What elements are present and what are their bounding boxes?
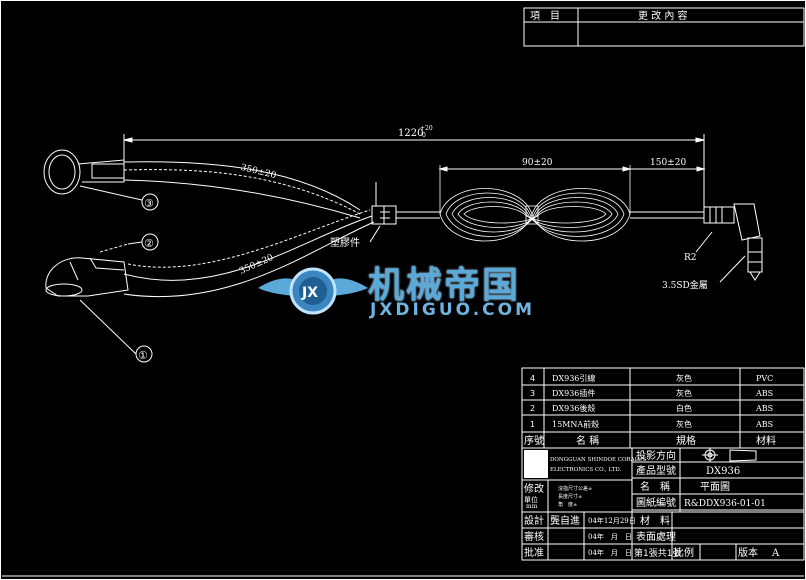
balloon-2: ② bbox=[144, 237, 154, 250]
overall-length-label: 1220 bbox=[398, 128, 423, 139]
bom-row-spec: 白色 bbox=[676, 403, 692, 413]
model-label: 產品型號 bbox=[636, 464, 676, 477]
revision-col-item: 項 目 bbox=[530, 10, 560, 22]
title-block bbox=[521, 447, 805, 561]
bom-row-name: DX936後殼 bbox=[552, 403, 595, 413]
balloon-1: ① bbox=[138, 349, 148, 362]
name-label: 名 稱 bbox=[640, 480, 670, 493]
cable-coil bbox=[439, 165, 631, 242]
earbud-right bbox=[43, 149, 125, 195]
projection-symbol bbox=[702, 448, 757, 462]
revision-label: 修改 bbox=[524, 482, 544, 495]
model-value: DX936 bbox=[706, 466, 740, 477]
bom-row-no: 1 bbox=[530, 420, 535, 429]
version-value: A bbox=[771, 548, 780, 559]
drawing-no-label: 圖紙編號 bbox=[636, 496, 676, 509]
balloon-leaders bbox=[79, 185, 159, 363]
bom-row-material: ABS bbox=[755, 420, 773, 429]
bom-row-name: 15MNA前殼 bbox=[552, 419, 599, 429]
bom-header-spec: 規格 bbox=[676, 434, 696, 447]
design-date: 04年12月29日 bbox=[588, 516, 636, 525]
review-date: 04年 月 日 bbox=[588, 532, 632, 541]
cable-lower-branch bbox=[123, 209, 375, 298]
earbud-left bbox=[45, 257, 129, 297]
audio-plug bbox=[695, 203, 763, 283]
drawing-no-value: R&DDX936-01-01 bbox=[684, 499, 766, 509]
revision-table bbox=[523, 7, 805, 47]
surface-label: 表面處理 bbox=[636, 530, 676, 543]
bom-row-name: DX936插件 bbox=[552, 388, 595, 398]
company-line2: ELECTRONICS CO., LTD. bbox=[550, 467, 622, 473]
name-value: 平面圖 bbox=[700, 481, 730, 493]
balloon-3: ③ bbox=[144, 197, 154, 210]
bom-row-no: 4 bbox=[530, 374, 535, 383]
sheet-label: 第1張共1張 bbox=[634, 547, 681, 559]
bom-row-material: ABS bbox=[755, 389, 773, 398]
bom-row-spec: 灰色 bbox=[676, 388, 692, 398]
bom-header-name: 名 稱 bbox=[576, 434, 599, 447]
watermark: JX 机械帝国 JXDIGUO.COM bbox=[258, 254, 558, 328]
coil-dimension bbox=[438, 166, 706, 172]
plug-cable-dim-label: 150±20 bbox=[650, 158, 686, 168]
overall-tol-upper: +20 bbox=[420, 125, 433, 132]
projection-label: 投影方向 bbox=[636, 449, 676, 462]
bom-row-no: 2 bbox=[530, 404, 535, 413]
scale-label: 比例 bbox=[674, 546, 694, 559]
cable-upper-branch bbox=[123, 161, 361, 219]
bom-row-material: PVC bbox=[756, 374, 773, 383]
cable-to-plug bbox=[630, 211, 704, 219]
design-label: 設計 bbox=[524, 514, 544, 527]
revision-col-content: 更 改 內 容 bbox=[638, 9, 688, 22]
tolerance-note-2: 長度尺寸± bbox=[558, 493, 582, 500]
bom-rows: 4 DX936引線 灰色 PVC 3 DX936插件 灰色 ABS 2 DX93… bbox=[524, 373, 776, 447]
watermark-logo-text: JX bbox=[301, 285, 318, 301]
company-line1: DONGGUAN SHINDOE CORALUS bbox=[550, 457, 647, 463]
radius-label: R2 bbox=[684, 253, 697, 263]
bom-header-no: 序號 bbox=[524, 434, 544, 447]
approve-label: 批准 bbox=[524, 546, 544, 559]
review-label: 審核 bbox=[524, 530, 544, 543]
splitter-label: 塑膠件 bbox=[330, 237, 360, 249]
tolerance-note-1: 沒指尺寸公差± bbox=[558, 485, 592, 492]
version-label: 版本 bbox=[738, 546, 758, 559]
watermark-logo-icon: JX bbox=[258, 267, 368, 315]
bom-row-material: ABS bbox=[755, 404, 773, 413]
bom-row-spec: 灰色 bbox=[676, 419, 692, 429]
bom-table bbox=[521, 367, 805, 449]
tolerance-note-3: 角 度± bbox=[558, 501, 577, 508]
watermark-en: JXDIGUO.COM bbox=[370, 300, 536, 320]
overall-tol-lower: -0 bbox=[420, 132, 426, 139]
approve-date: 04年 月 日 bbox=[588, 548, 632, 557]
plug-label: 3.5SD金屬 bbox=[662, 279, 708, 291]
coil-dim-label: 90±20 bbox=[522, 158, 553, 168]
watermark-cn: 机械帝国 bbox=[368, 265, 521, 306]
cable-main bbox=[396, 211, 440, 219]
company-logo bbox=[524, 450, 548, 478]
material-label: 材 料 bbox=[640, 514, 670, 527]
unit-value: mm bbox=[526, 503, 538, 510]
bom-row-name: DX936引線 bbox=[552, 373, 595, 383]
bom-row-spec: 灰色 bbox=[676, 373, 692, 383]
splitter bbox=[369, 182, 397, 243]
overall-dimension bbox=[123, 134, 705, 210]
designer-name: 龔自進 bbox=[550, 514, 580, 527]
unit-label: 單位 bbox=[524, 495, 538, 504]
bom-header-material: 材料 bbox=[756, 434, 776, 447]
bom-row-no: 3 bbox=[530, 389, 535, 398]
